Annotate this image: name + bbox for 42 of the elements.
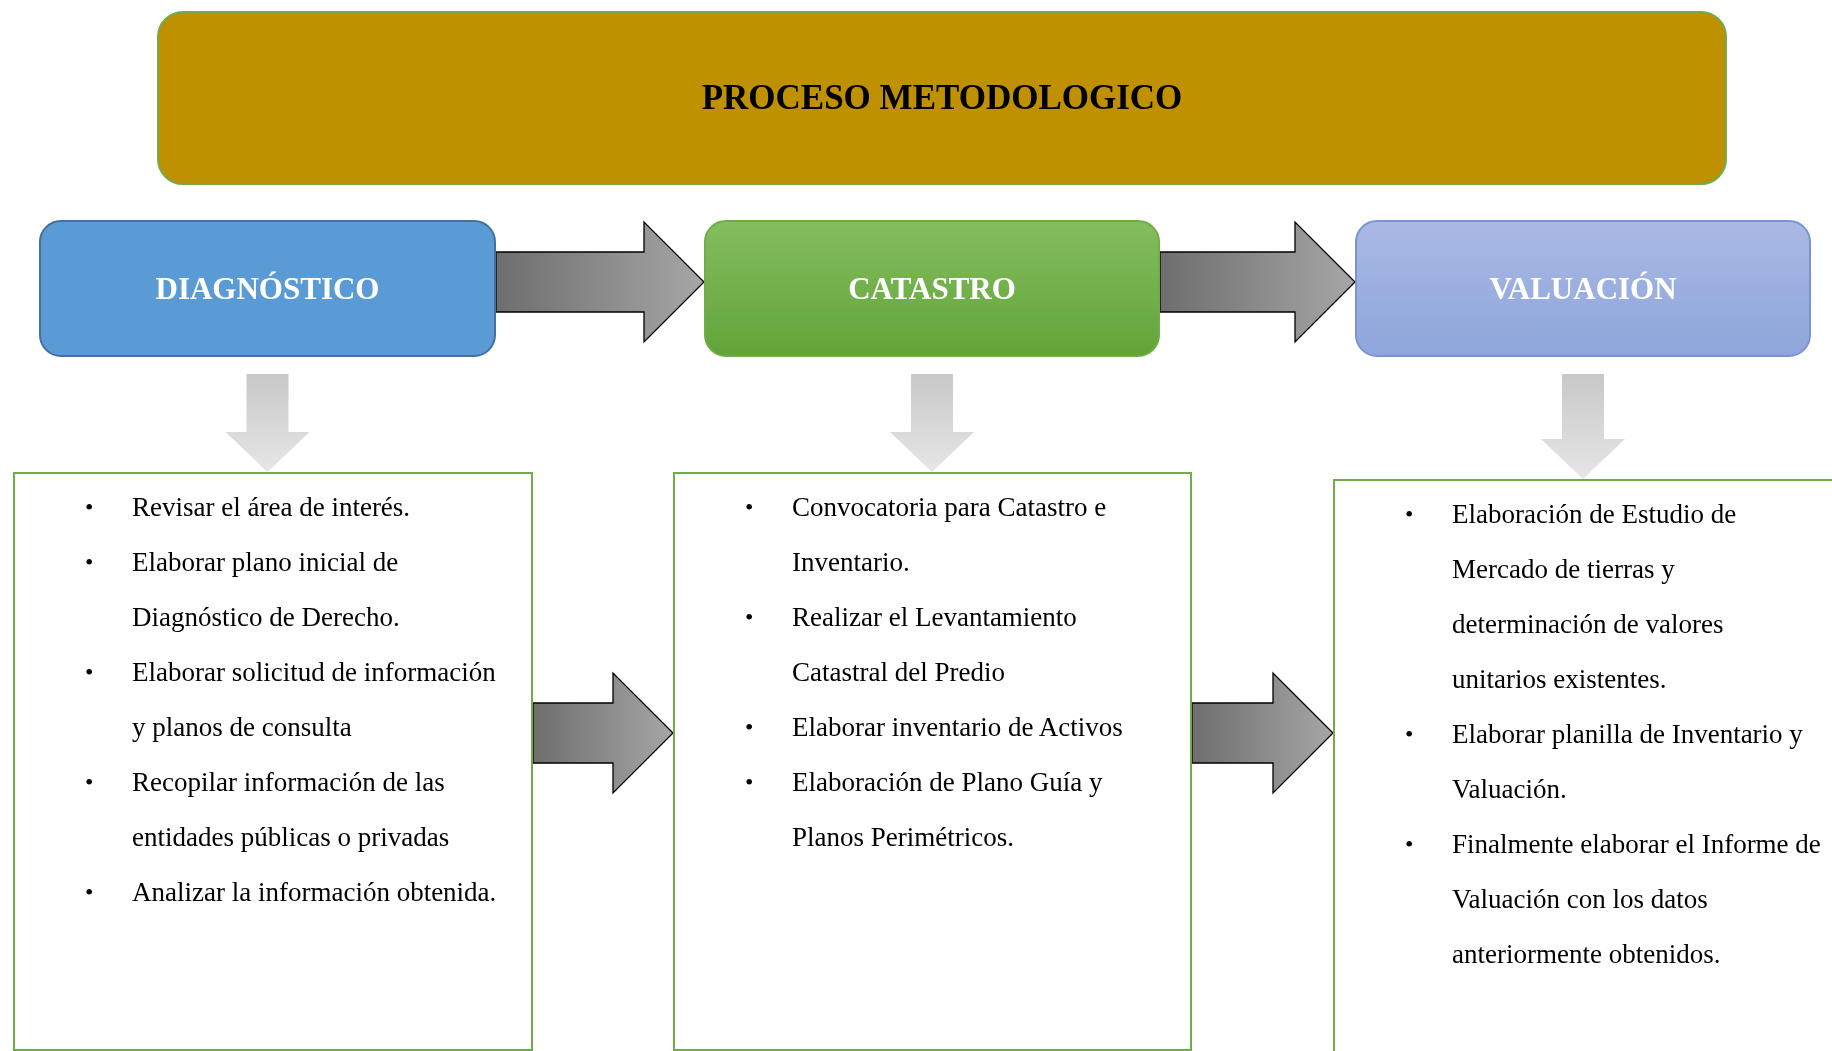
- bullet-marker: •: [745, 493, 755, 522]
- activity-list-box: [13, 472, 533, 1051]
- block-arrow: [1191, 671, 1334, 795]
- activity-list-box: [673, 472, 1192, 1051]
- bullet-marker: •: [745, 713, 755, 742]
- phase-title: VALUACIÓN: [1489, 270, 1677, 307]
- block-arrow: [890, 374, 974, 472]
- phase-title: DIAGNÓSTICO: [155, 270, 380, 307]
- phase-header-box: [39, 220, 496, 357]
- title-text: PROCESO METODOLOGICO: [701, 78, 1183, 118]
- bullet-item: Convocatoria para Catastro e Inventario.: [792, 491, 1108, 579]
- block-arrow: [495, 220, 705, 344]
- block-arrow: [1159, 220, 1356, 344]
- bullet-item: Elaboración de Estudio de Mercado de tierras y determinación de valores unitarios existentes.: [1452, 498, 1738, 696]
- activity-list-box: [1333, 479, 1832, 1051]
- block-arrow: [1541, 374, 1625, 479]
- bullet-marker: •: [1405, 830, 1415, 859]
- bullet-item: Realizar el Levantamiento Catastral del Predio: [792, 601, 1078, 689]
- bullet-item: Elaborar plano inicial de Diagnóstico de Derecho.: [132, 546, 401, 634]
- phase-header-box: [1355, 220, 1811, 357]
- bullet-marker: •: [85, 878, 95, 907]
- bullet-item: Elaborar planilla de Inventario y Valuación.: [1452, 718, 1804, 806]
- block-arrow: [225, 374, 310, 472]
- bullet-marker: •: [85, 493, 95, 522]
- bullet-marker: •: [745, 768, 755, 797]
- bullet-item: Elaborar inventario de Activos: [792, 711, 1124, 744]
- bullet-item: Recopilar información de las entidades públicas o privadas: [132, 766, 451, 854]
- bullet-item: Revisar el área de interés.: [132, 491, 412, 524]
- phase-header-box: [704, 220, 1160, 357]
- bullet-item: Elaborar solicitud de información y planos de consulta: [132, 656, 497, 744]
- bullet-marker: •: [85, 768, 95, 797]
- bullet-item: Analizar la información obtenida.: [132, 876, 498, 909]
- phase-title: CATASTRO: [848, 270, 1016, 307]
- bullet-item: Finalmente elaborar el Informe de Valuación con los datos anteriormente obtenidos.: [1452, 828, 1822, 971]
- bullet-marker: •: [1405, 720, 1415, 749]
- bullet-item: Elaboración de Plano Guía y Planos Perimétricos.: [792, 766, 1104, 854]
- title-banner: [157, 11, 1727, 185]
- bullet-marker: •: [745, 603, 755, 632]
- bullet-marker: •: [85, 658, 95, 687]
- bullet-marker: •: [1405, 500, 1415, 529]
- bullet-marker: •: [85, 548, 95, 577]
- block-arrow: [532, 671, 674, 795]
